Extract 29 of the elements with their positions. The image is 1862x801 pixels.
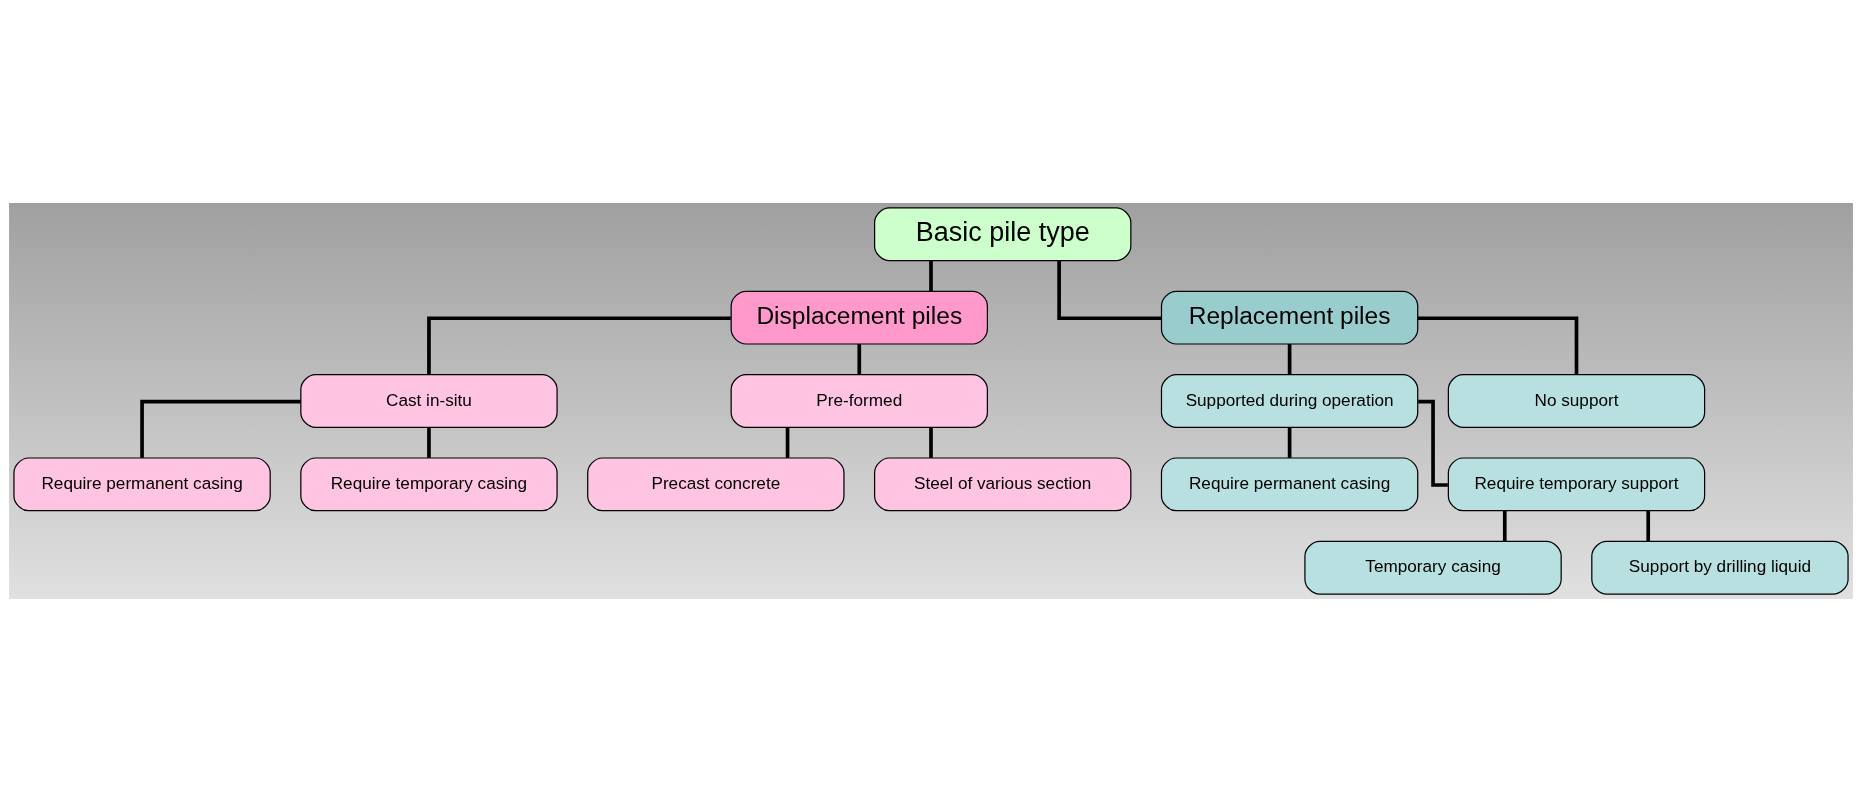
connector: [857, 343, 862, 374]
node-box: Support by drilling liquid: [1591, 540, 1849, 595]
node-box: Basic pile type: [874, 206, 1132, 261]
connector: [1287, 343, 1292, 374]
connector: [785, 426, 790, 458]
connector: [1287, 426, 1292, 458]
node-box: Supported during operation: [1160, 373, 1419, 428]
node-box: Require temporary casing: [300, 456, 558, 511]
connector: [1502, 510, 1507, 541]
connector: [140, 399, 301, 458]
node-box: Temporary casing: [1304, 540, 1562, 595]
connector: [1057, 260, 1162, 320]
node-box: Cast in-situ: [300, 373, 558, 428]
connector: [929, 426, 933, 458]
connector: [427, 315, 731, 374]
node-box: Require permanent casing: [1160, 456, 1419, 511]
node-box: Displacement piles: [730, 290, 988, 345]
node-box: No support: [1447, 373, 1706, 428]
node-box: Pre-formed: [730, 373, 988, 428]
node-box: Require temporary support: [1447, 456, 1706, 511]
node-box: Precast concrete: [587, 456, 845, 511]
node-box: Replacement piles: [1160, 290, 1419, 345]
node-box: Require permanent casing: [13, 456, 271, 511]
connector: [1418, 399, 1448, 487]
connector: [1417, 315, 1579, 374]
connector: [1646, 510, 1651, 541]
connector: [427, 426, 431, 458]
connector: [929, 260, 933, 291]
node-box: Steel of various section: [874, 456, 1132, 511]
